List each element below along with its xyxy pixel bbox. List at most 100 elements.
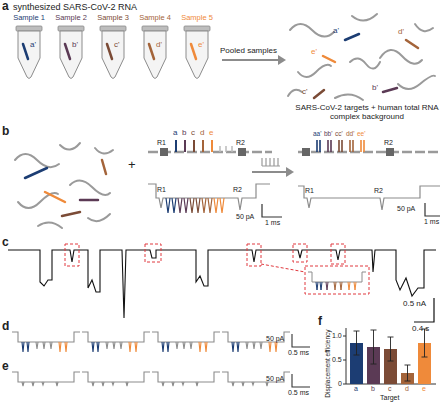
site-label: d: [200, 129, 204, 138]
long-trace: [247, 244, 261, 266]
tube-outline: [92, 14, 134, 80]
scale-label: 1 ms: [424, 218, 439, 226]
dna-carrier: [298, 140, 440, 156]
scale-label: 0.4 s: [412, 325, 429, 334]
rna-strands: [80, 199, 98, 202]
rna-strands: [62, 212, 80, 216]
panel-letter: a: [2, 0, 9, 13]
event-traces: [292, 374, 310, 387]
current-trace: [190, 198, 200, 213]
dna-carrier: [202, 140, 204, 152]
long-trace: [261, 264, 305, 272]
tube-outline: [176, 14, 218, 80]
rna-strands: [298, 65, 331, 77]
rna-strand: [149, 44, 154, 59]
sample-name: Sample 5: [176, 14, 218, 22]
scale-label: 0.5 nA: [403, 300, 426, 309]
dna-carrier: [238, 148, 246, 156]
plus-sign: +: [128, 158, 136, 172]
sample-tube: Sample 2b': [50, 14, 92, 80]
current-trace: [214, 198, 224, 213]
event-traces: [222, 372, 290, 386]
strand-label: c': [114, 41, 120, 50]
tube-body: [186, 31, 208, 79]
dna-carrier: [211, 140, 213, 152]
rna-strands: [15, 143, 113, 228]
current-trace: [262, 204, 282, 217]
rna-strands: [15, 143, 113, 228]
scale-label: 0.5 ms: [288, 349, 309, 357]
pool-arrow: [222, 55, 286, 65]
dna-carrier: [328, 140, 331, 152]
site-label: bb': [324, 130, 332, 137]
dna-carrier: [317, 140, 320, 152]
tube-outline: [50, 14, 92, 80]
tick-label: 1.0: [332, 332, 342, 340]
long-trace: [331, 244, 345, 264]
arrow-label: Pooled samples: [220, 47, 277, 56]
tube-body: [144, 31, 166, 79]
tube-cap: [142, 26, 168, 31]
displacement-arrow: [252, 158, 294, 177]
category-label: a: [354, 385, 358, 393]
long-trace: [145, 244, 161, 262]
rna-strands: [350, 58, 380, 68]
bar-chart: [343, 328, 436, 384]
strand-label: d': [156, 41, 162, 50]
caption-label: SARS-CoV-2 targets + human total RNA com…: [292, 104, 440, 122]
long-trace: [316, 282, 322, 290]
scale-label: 0.5 ms: [288, 389, 309, 397]
tube-cap: [100, 26, 126, 31]
tube-body: [102, 31, 124, 79]
site-label: ee': [357, 130, 365, 137]
rna-strands: [15, 154, 59, 167]
region-label: R2: [374, 187, 383, 195]
displacement-arrow: [252, 171, 288, 173]
event-traces: [12, 332, 310, 387]
long-trace: [305, 266, 369, 294]
rna-strands: [88, 214, 110, 221]
category-label: e: [422, 385, 426, 393]
panel-letter: d: [2, 320, 9, 333]
tube-cap: [58, 26, 84, 31]
rna-strand: [191, 44, 196, 59]
current-trace: [148, 184, 440, 217]
tube-body: [60, 31, 82, 79]
sample-name: Sample 4: [134, 14, 176, 22]
region-label: R1: [157, 186, 166, 194]
pool-arrow: [278, 55, 286, 65]
site-label: a: [173, 129, 177, 138]
rna-strands: [380, 50, 422, 64]
current-trace: [202, 198, 212, 213]
long-trace: [334, 282, 342, 290]
sample-tube: Sample 3c': [92, 14, 134, 80]
panel-letter: f: [318, 315, 322, 328]
dna-carrier: [302, 148, 310, 156]
dna-carrier: [220, 146, 232, 152]
scale-label: 50 pA: [236, 213, 254, 221]
long-trace: [65, 244, 369, 294]
scale-label: 50 pA: [266, 335, 284, 343]
sample-name: Sample 1: [8, 14, 50, 22]
rna-strands: [70, 180, 110, 195]
rna-strands: [345, 34, 359, 40]
tick-label: 0.5: [332, 356, 342, 364]
rna-strand: [65, 44, 70, 59]
scale-label: 1 ms: [265, 219, 280, 227]
bar-chart: [354, 329, 428, 381]
sample-tube: Sample 4 d': [134, 14, 176, 80]
long-trace: [326, 282, 328, 290]
strand-label: e': [198, 41, 204, 50]
tube-outline: [134, 14, 176, 80]
strand-label: b': [372, 84, 378, 93]
panel-letter: e: [2, 360, 9, 373]
rna-strands: [335, 94, 363, 100]
scale-label: 50 pA: [266, 375, 284, 383]
rna-strands: [25, 168, 47, 178]
region-label: R1: [157, 139, 166, 147]
axis-title: Displacement efficiency: [324, 324, 331, 403]
panel-letter: c: [2, 236, 9, 249]
rna-strands: [323, 56, 335, 62]
category-label: d: [405, 385, 409, 393]
rna-strand: [23, 44, 28, 59]
